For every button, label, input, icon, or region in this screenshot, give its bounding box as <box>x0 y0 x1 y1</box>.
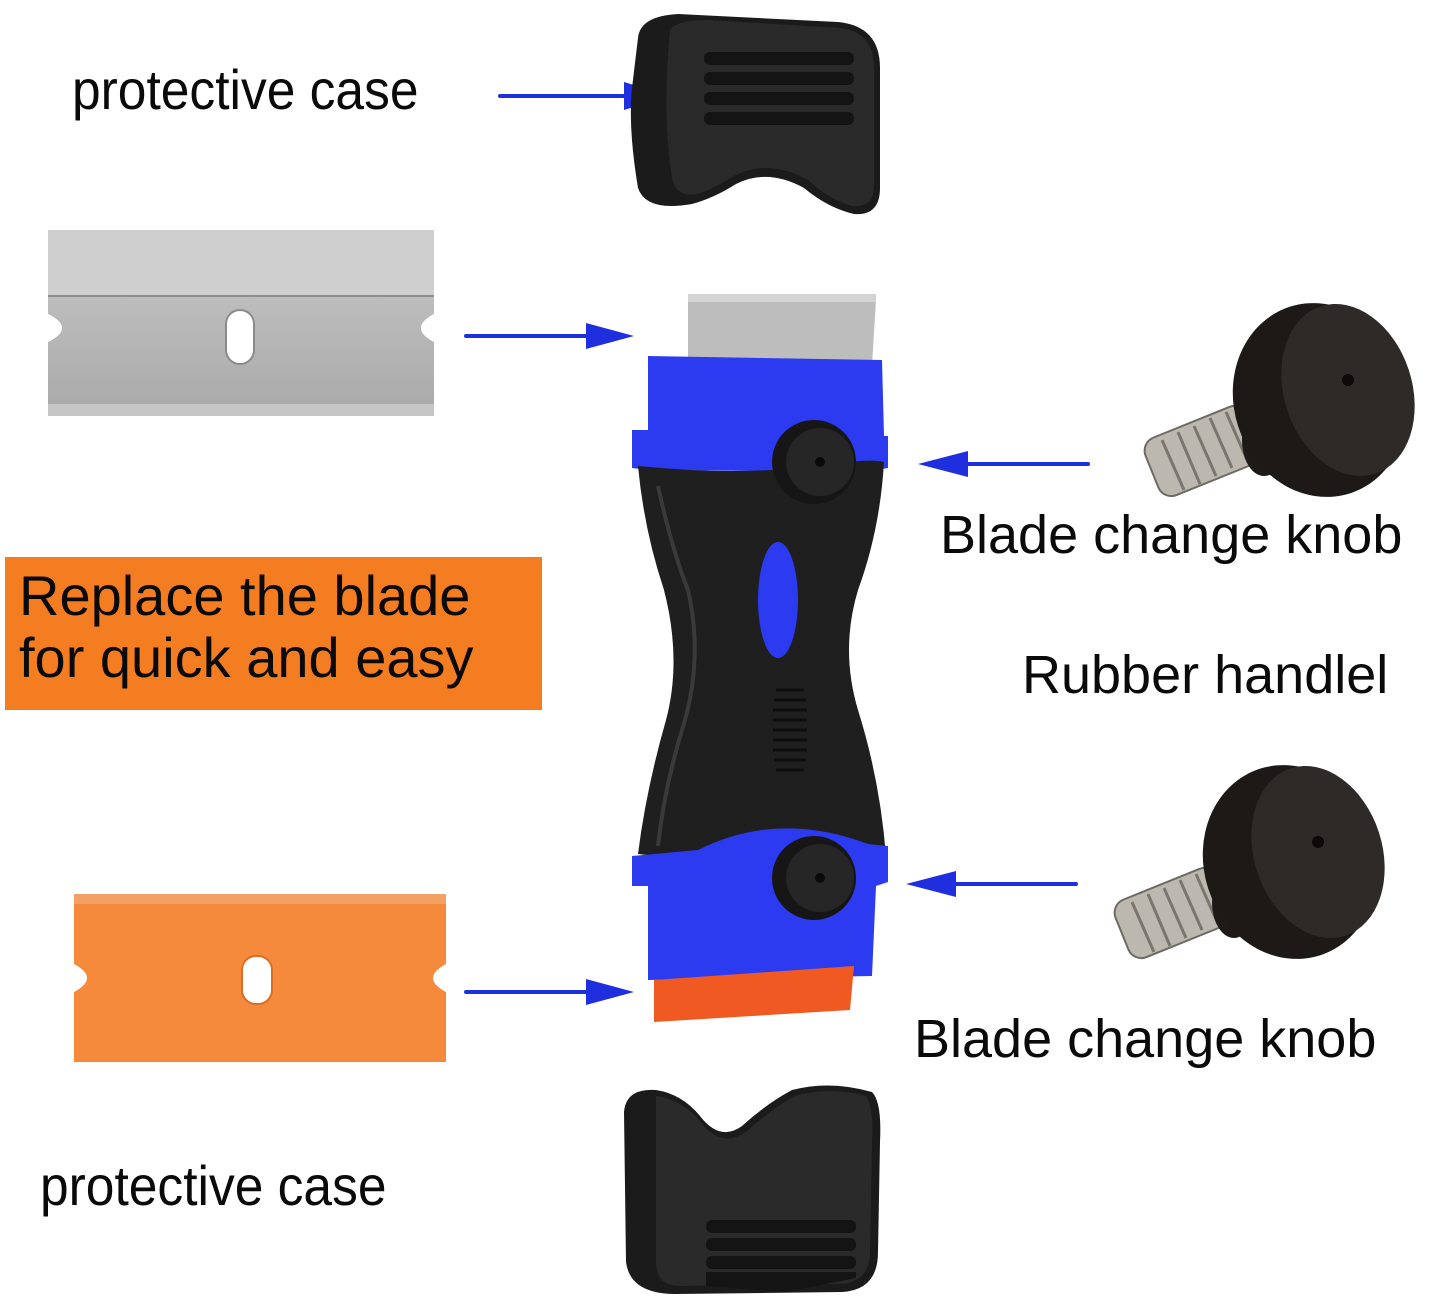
protective-case-top-icon <box>630 14 880 215</box>
arrow-knob-bottom-icon <box>906 871 1078 897</box>
double-edge-scraper-tool-icon <box>632 294 888 1022</box>
callout-line-1: Replace the blade <box>19 564 471 627</box>
arrow-knob-top-icon <box>918 451 1090 477</box>
label-protective-case-bottom: protective case <box>40 1154 387 1217</box>
label-protective-case-top: protective case <box>72 58 419 121</box>
arrow-steel-blade-icon <box>464 323 634 349</box>
plastic-blade-icon <box>74 894 446 1062</box>
blade-change-knob-bottom-icon <box>1113 765 1385 960</box>
protective-case-bottom-icon <box>624 1085 881 1294</box>
blade-change-knob-top-icon <box>1143 303 1415 498</box>
label-blade-change-knob-top: Blade change knob <box>940 505 1403 565</box>
arrow-plastic-blade-icon <box>464 979 634 1005</box>
steel-blade-icon <box>48 230 434 416</box>
label-blade-change-knob-bottom: Blade change knob <box>914 1009 1377 1069</box>
callout-line-2: for quick and easy <box>19 626 474 689</box>
callout-replace-blade: Replace the blade for quick and easy <box>5 557 542 710</box>
label-rubber-handle: Rubber handlel <box>1022 645 1389 705</box>
